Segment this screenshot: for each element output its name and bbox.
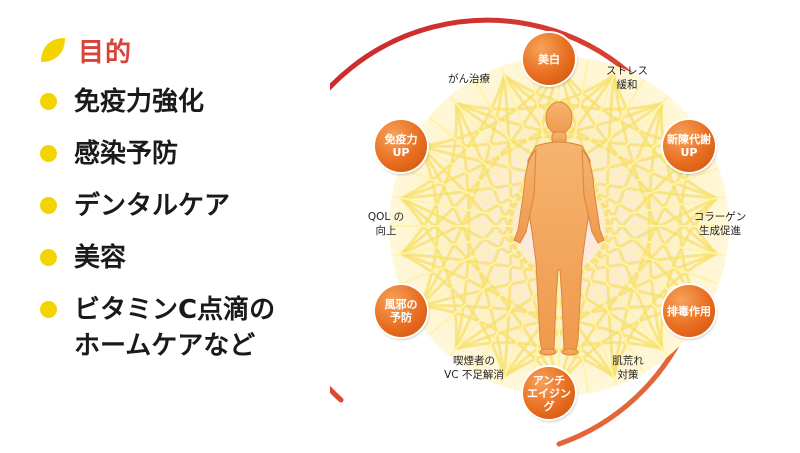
page-title: 目的 [78, 37, 133, 68]
list-item-label: 免疫力強化 [74, 87, 205, 117]
web-ray [429, 250, 530, 335]
web-ray [596, 238, 718, 285]
web-ray [598, 231, 725, 257]
node-cold-prevention: 風邪の 予防 [375, 285, 427, 337]
bullet-icon [40, 301, 57, 318]
web-ray [474, 260, 540, 372]
list-item-label: 感染予防 [74, 139, 179, 169]
web-ray [583, 255, 668, 356]
purpose-list: 免疫力強化 感染予防 デンタルケア 美容 ビタミンC点滴の ホームケアなど [38, 84, 368, 364]
web-ray [400, 167, 522, 214]
bullet-icon [40, 197, 57, 214]
label-smoker-vc: 喫煙者の VC 不足解消 [444, 355, 504, 381]
label-collagen: コラーゲン 生成促進 [693, 211, 747, 237]
web-ray [596, 167, 718, 214]
label-qol: QOL の 向上 [367, 211, 405, 237]
node-whitening: 美白 [523, 33, 575, 85]
bullet-icon [40, 249, 57, 266]
purpose-panel: 目的 免疫力強化 感染予防 デンタルケア 美容 ビタミンC点滴の ホームケアなど [38, 28, 368, 380]
list-item: 免疫力強化 [38, 84, 368, 120]
diagram-canvas [330, 17, 729, 447]
web-ray [598, 195, 725, 221]
list-item: デンタルケア [38, 188, 368, 224]
node-anti-aging: アンチ エイジング [523, 367, 575, 419]
human-figure [513, 101, 605, 356]
label-cancer-treatment: がん治療 [448, 73, 490, 85]
web-ray [578, 260, 644, 372]
label-skin-care: 肌荒れ 対策 [612, 355, 644, 381]
web-ray [583, 96, 668, 197]
bullet-icon [40, 93, 57, 110]
web-ray [413, 141, 525, 207]
purpose-heading: 目的 [38, 28, 368, 72]
web-ray [393, 195, 520, 221]
web-ray [450, 255, 535, 356]
list-item-label: 美容 [74, 243, 127, 273]
list-item: ビタミンC点滴の ホームケアなど [38, 292, 368, 364]
node-detox: 排毒作用 [663, 285, 715, 337]
web-ray [429, 117, 530, 202]
list-item: 感染予防 [38, 136, 368, 172]
node-immunity-up: 免疫力 UP [375, 120, 427, 172]
web-ray [413, 245, 525, 311]
web-ray [393, 231, 520, 257]
benefits-diagram: 美白 新陳代謝 UP 排毒作用 アンチ エイジング 風邪の 予防 免疫力 UP … [330, 0, 800, 453]
label-stress-relief: ストレス 緩和 [606, 65, 648, 91]
bullet-icon [40, 145, 57, 162]
node-metabolism-up: 新陳代謝 UP [663, 120, 715, 172]
leaf-icon [41, 38, 65, 62]
list-item-label: デンタルケア [74, 191, 231, 221]
list-item: 美容 [38, 240, 368, 276]
web-ray [450, 96, 535, 197]
list-item-label: ビタミンC点滴の ホームケアなど [74, 295, 276, 361]
web-ray [400, 238, 522, 285]
